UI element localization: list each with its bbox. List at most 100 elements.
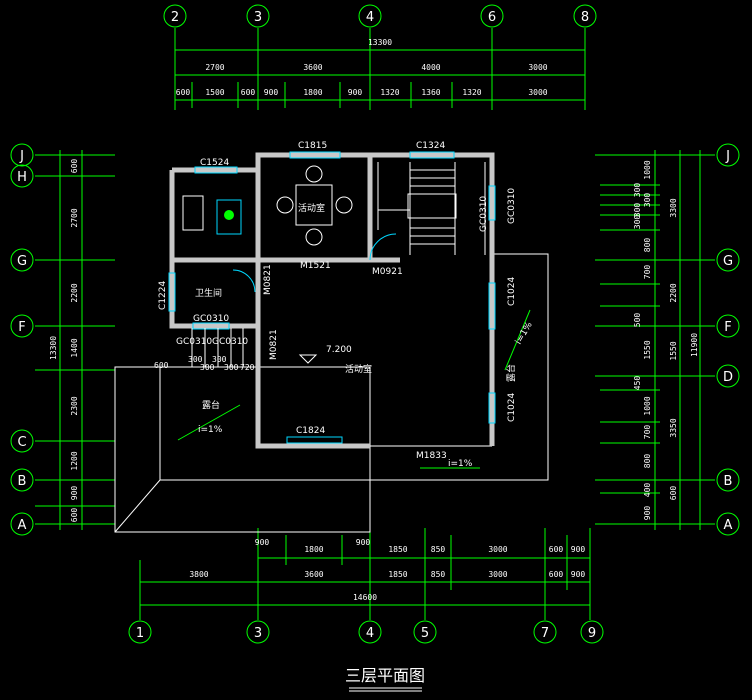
slope-label: i=1% — [198, 425, 223, 435]
dim-top: 3000 — [528, 63, 547, 72]
axis-bubble-left-A — [10, 512, 34, 536]
dim-bottom: 900 — [255, 538, 270, 547]
axis-bubble-top-8 — [573, 4, 597, 28]
dim-bottom-total: 14600 — [353, 593, 377, 602]
window-label: GC0310 — [479, 196, 489, 232]
table — [295, 184, 333, 226]
dim-right-mid: 600 — [669, 486, 678, 501]
dim-bottom: 900 — [356, 538, 371, 547]
axis-bubble-left-C — [10, 429, 34, 453]
door-swing-M0821 — [232, 269, 256, 293]
axis-label-right: F — [724, 320, 731, 335]
axis-bubble-right-B — [716, 468, 740, 492]
window-label: C1024 — [507, 393, 517, 422]
dim-right-mid: 3350 — [669, 418, 678, 437]
drawing-title: 三层平面图 — [345, 666, 425, 685]
dim-right: 1550 — [643, 340, 652, 359]
axis-label-left: C — [17, 435, 26, 450]
dim-top: 3600 — [303, 63, 322, 72]
window-label: GC0310 — [176, 337, 212, 347]
dim-bottom: 3000 — [488, 570, 507, 579]
axis-bubble-left-H — [10, 164, 34, 188]
axis-bubble-left-B — [10, 468, 34, 492]
window-label: GC0310 — [507, 188, 517, 224]
dim-right: 700 — [643, 265, 652, 280]
axis-label-right: G — [723, 254, 733, 269]
axis-bubble-right-A — [716, 512, 740, 536]
coffee-table — [216, 199, 242, 235]
dim-left: 600 — [70, 159, 79, 174]
left-terrace-outline — [114, 366, 371, 533]
dim-bottom: 600 — [549, 545, 564, 554]
axis-label-left: F — [18, 320, 25, 335]
axis-bubble-bottom-3 — [246, 620, 270, 644]
axis-label-left: H — [17, 170, 27, 185]
dim-left: 600 — [70, 508, 79, 523]
axis-bubble-right-D — [716, 364, 740, 388]
dim-bottom: 850 — [431, 545, 446, 554]
misc-dim: 600 — [154, 361, 169, 370]
dim-left-total: 13300 — [49, 336, 58, 360]
dim-right: 1000 — [643, 160, 652, 179]
axis-label-left: A — [18, 518, 27, 533]
dim-top-small: 1320 — [380, 88, 399, 97]
dim-top-small: 1500 — [205, 88, 224, 97]
staircase — [377, 162, 486, 255]
dim-left: 1200 — [70, 451, 79, 470]
elevation-label: 7.200 — [326, 345, 352, 355]
axis-label-left: B — [18, 474, 27, 489]
window-label: GC0310 — [193, 314, 229, 324]
dim-bottom: 1800 — [304, 545, 323, 554]
dim-right: 700 — [643, 425, 652, 440]
axis-bubble-right-G — [716, 248, 740, 272]
axis-bubble-left-J — [10, 143, 34, 167]
axis-label-top: 6 — [488, 10, 496, 25]
axis-label-bottom: 5 — [421, 626, 429, 641]
stair-dim: 300 — [188, 355, 203, 364]
dim-bottom: 900 — [571, 570, 586, 579]
door-label: M0921 — [372, 267, 403, 277]
window-label: C1815 — [298, 141, 327, 151]
plan-labels: C1524 C1815 C1324 C1224 GC0310 GC0310 GC… — [154, 141, 535, 469]
dim-left: 1400 — [70, 338, 79, 357]
axis-label-bottom: 4 — [366, 626, 374, 641]
right-dimension-chain: J G F D B A 1000 300 300 300 300 800 700… — [595, 143, 740, 536]
axis-label-top: 3 — [254, 10, 262, 25]
stair-dim: 720 — [240, 363, 255, 372]
dim-right-mid: 1550 — [669, 341, 678, 360]
axis-bubble-bottom-4 — [358, 620, 382, 644]
axis-label-bottom: 1 — [136, 626, 144, 641]
dim-right: 400 — [643, 483, 652, 498]
axis-bubble-left-F — [10, 314, 34, 338]
dim-top-small: 900 — [348, 88, 363, 97]
dim-right: 300 — [643, 193, 652, 208]
dim-top-total: 13300 — [368, 38, 392, 47]
dim-top-small: 900 — [264, 88, 279, 97]
window-label: GC0310 — [212, 337, 248, 347]
dim-top: 4000 — [421, 63, 440, 72]
room-label: 露台 — [505, 364, 517, 382]
stair-dim: 300 — [212, 355, 227, 364]
door-label: M0821 — [269, 329, 279, 360]
dim-left: 2300 — [70, 396, 79, 415]
axis-label-bottom: 9 — [588, 626, 596, 641]
dim-right: 450 — [633, 376, 642, 391]
room-label: 露台 — [202, 399, 220, 411]
window-label: C1224 — [158, 281, 168, 310]
axis-bubble-top-4 — [358, 4, 382, 28]
dim-left: 2200 — [70, 283, 79, 302]
axis-label-right: J — [725, 149, 730, 164]
dim-top-small: 1320 — [462, 88, 481, 97]
room-label: 卫生间 — [195, 287, 222, 299]
bottom-dimension-chain: 900 1800 900 1850 850 3000 600 900 3800 … — [128, 528, 604, 644]
axis-bubble-bottom-9 — [580, 620, 604, 644]
axis-label-right: B — [724, 474, 733, 489]
dim-right-total: 11900 — [690, 333, 699, 357]
axis-label-left: J — [19, 149, 24, 164]
dim-right-mid: 3300 — [669, 198, 678, 217]
dim-right: 500 — [633, 313, 642, 328]
window-C1815 — [289, 151, 341, 159]
top-dimension-chain: 2 3 4 6 8 13300 2700 3600 4000 3000 600 … — [163, 4, 597, 110]
window-label: C1324 — [416, 141, 445, 151]
